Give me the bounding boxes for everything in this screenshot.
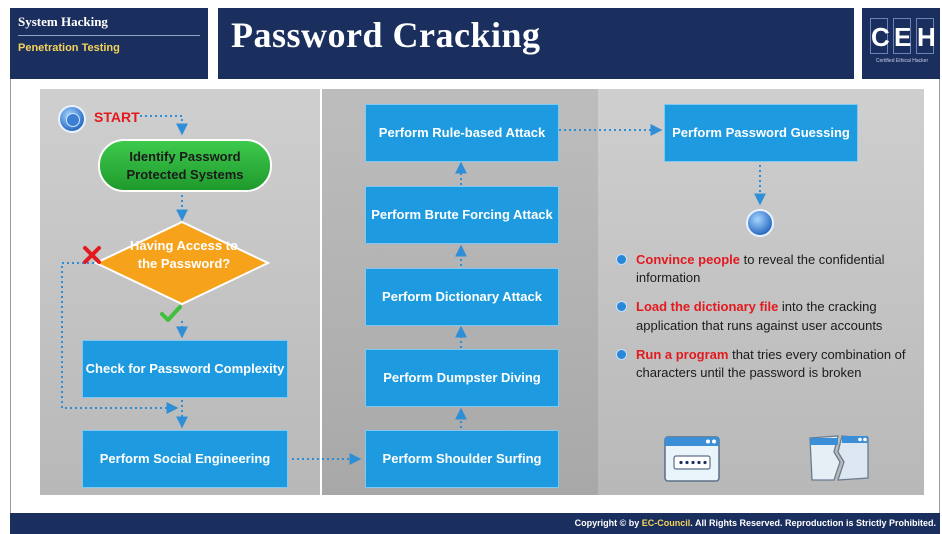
subsection-title: Penetration Testing [18,42,120,54]
header-separator [854,8,862,79]
list-item: Run a program that tries every combinati… [614,346,914,382]
password-guessing-node: Perform Password Guessing [664,104,858,162]
bullet-icon [616,348,627,360]
start-circle-icon [58,105,86,133]
connector-start-identify [140,115,188,136]
start-label: START [94,109,140,125]
logo-letter: H [916,18,936,54]
dumpster-diving-node: Perform Dumpster Diving [365,349,559,407]
shoulder-surfing-node: Perform Shoulder Surfing [365,430,559,488]
copyright-brand: EC-Council [641,518,691,528]
check-icon [160,305,182,322]
bullet-icon [616,254,627,265]
connector-decision-social [61,262,179,414]
bullet-highlight: Convince people [636,252,741,267]
ceh-logo: C E H Certified Ethical Hacker [870,18,936,70]
identify-password-node: Identify Password Protected Systems [98,139,272,192]
copyright-suffix: . All Rights Reserved. Reproduction is S… [690,518,936,528]
logo-subtitle: Certified Ethical Hacker [875,58,929,64]
social-engineering-node: Perform Social Engineering [82,430,288,488]
bullet-highlight: Run a program [636,346,729,362]
logo-letters: C E H [870,18,936,54]
end-circle-icon [746,209,774,237]
cross-icon [83,246,101,264]
bullet-text: that tries every combination of characte… [636,346,906,380]
header-section-block: System Hacking Penetration Testing [10,8,208,79]
list-item: Load the dictionary file into the cracki… [614,298,914,334]
technique-list: Convince people to reveal the confidenti… [614,251,914,393]
copyright-prefix: Copyright © by [574,518,642,528]
brute-forcing-node: Perform Brute Forcing Attack [365,186,559,244]
password-window-icon [664,436,720,482]
decision-label: Having Access to the Password? [130,238,238,271]
list-item: Convince people to reveal the confidenti… [614,251,914,287]
copyright-text: Copyright © by EC-Council. All Rights Re… [575,518,936,528]
bullet-text: into the cracking application that runs … [636,299,883,333]
logo-letter: E [893,18,911,54]
broken-window-icon [809,435,869,481]
decision-diamond [93,220,271,306]
footer-bar: Copyright © by EC-Council. All Rights Re… [10,513,940,534]
header-bar: System Hacking Penetration Testing Passw… [10,8,940,79]
bullet-highlight: Load the dictionary file [636,299,779,315]
check-complexity-node: Check for Password Complexity [82,340,288,398]
bullet-icon [616,301,627,313]
logo-letter: C [870,18,890,54]
header-divider [18,35,200,36]
section-title: System Hacking [18,14,108,29]
header-separator [208,8,218,79]
dictionary-attack-node: Perform Dictionary Attack [365,268,559,326]
bullet-text: to reveal the confidential information [636,252,885,286]
rule-based-attack-node: Perform Rule-based Attack [365,104,559,162]
page-title: Password Cracking [231,15,541,55]
